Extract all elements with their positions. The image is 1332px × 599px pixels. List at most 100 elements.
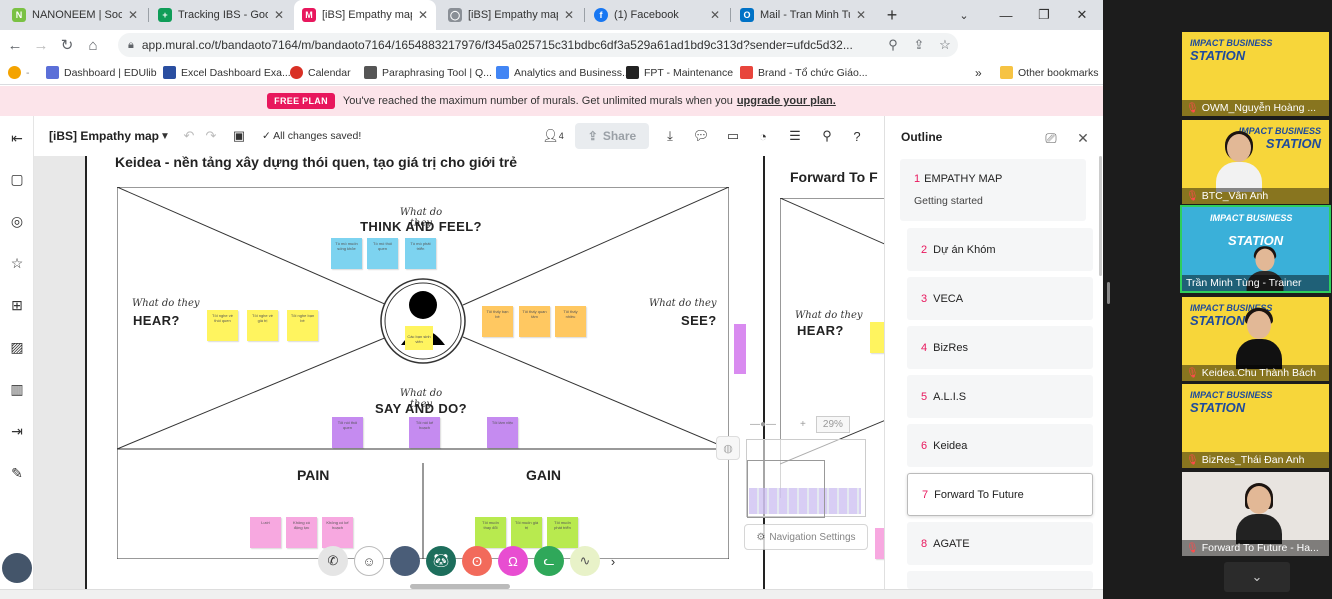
image-icon[interactable]: ▨ xyxy=(10,338,24,355)
minimap[interactable] xyxy=(746,439,866,518)
sticky-note[interactable]: Tôi thấy bạn bè xyxy=(482,306,513,337)
panda-avatar-icon[interactable]: 🐼︎ xyxy=(426,546,456,576)
bookmark-calendar[interactable]: Calendar xyxy=(290,60,351,85)
tab-tracking-ibs[interactable]: + Tracking IBS - Google ✕ xyxy=(150,0,292,30)
video-tile[interactable]: IMPACT BUSINESS STATION 🎙︎OWM_Nguyễn Hoà… xyxy=(1182,32,1329,116)
sticky-note[interactable]: Tò mò thói quen xyxy=(367,238,398,269)
bookmark-fpt[interactable]: FPT - Maintenance xyxy=(626,60,733,85)
sticky-note[interactable]: Tôi làm việc xyxy=(487,417,518,448)
timer-icon[interactable]: ◔ xyxy=(759,128,767,144)
sticky-note[interactable]: Tò mò muốn sống khỏe xyxy=(331,238,362,269)
reload-icon[interactable]: ↻ xyxy=(60,37,74,54)
forward-icon[interactable]: → xyxy=(33,36,49,54)
home-icon[interactable]: ⌂ xyxy=(88,36,98,54)
close-icon[interactable]: ✕ xyxy=(563,8,574,22)
save-template-icon[interactable]: ▣ xyxy=(232,128,246,143)
zoom-slider[interactable]: —●— xyxy=(750,419,777,430)
undo-icon[interactable]: ↶ xyxy=(183,128,195,143)
video-tile[interactable]: IMPACT BUSINESS STATION 🎙︎BTC_Vân Anh xyxy=(1182,120,1329,204)
sticky-note[interactable]: Lười xyxy=(250,517,281,548)
bookmark-excel-dashboard[interactable]: Excel Dashboard Exa... xyxy=(163,60,291,85)
bookmark-dashboard-edulib[interactable]: Dashboard | EDUlib xyxy=(46,60,157,85)
video-tile-active-speaker[interactable]: IMPACT BUSINESS STATION Trần Minh Tùng -… xyxy=(1180,205,1331,293)
outline-scrollbar[interactable] xyxy=(1099,156,1102,276)
mural-title[interactable]: [iBS] Empathy map xyxy=(49,129,160,143)
participant-avatar[interactable] xyxy=(390,546,420,576)
tab-search-icon[interactable]: ⌄ xyxy=(959,9,969,22)
minimize-icon[interactable]: — xyxy=(999,7,1013,23)
sticky-note[interactable]: Tôi thấy nhiều xyxy=(555,306,586,337)
star-icon[interactable]: ☆ xyxy=(10,254,24,271)
tab-facebook[interactable]: f (1) Facebook ✕ xyxy=(586,0,728,30)
self-avatar[interactable] xyxy=(2,553,32,583)
sticky-note[interactable]: Tôi muốn phát triển xyxy=(547,517,578,548)
horizontal-scrollbar[interactable] xyxy=(410,584,510,589)
bookmark-star-icon[interactable]: ☆ xyxy=(939,37,951,52)
back-icon[interactable]: ← xyxy=(7,36,23,54)
reaction-icon[interactable]: ☺ xyxy=(354,546,384,576)
elephant-avatar-icon[interactable]: Ω xyxy=(498,546,528,576)
help-icon[interactable]: ? xyxy=(853,128,861,144)
tab-nanoneem[interactable]: N NANONEEM | Social ✕ xyxy=(4,0,146,30)
apps-icon[interactable]: - xyxy=(8,60,30,85)
restore-icon[interactable]: ❐ xyxy=(1038,7,1050,22)
center-sticky[interactable]: Các bạn sinh viên xyxy=(405,326,433,350)
close-icon[interactable]: ✕ xyxy=(273,8,284,22)
chat-icon[interactable]: 💬︎ xyxy=(692,128,710,143)
shapes-icon[interactable]: ◎ xyxy=(10,212,24,229)
search-icon[interactable]: ⚲ xyxy=(822,128,832,143)
chameleon-avatar-icon[interactable]: ∿ xyxy=(570,546,600,576)
sticky-note-partial[interactable] xyxy=(734,324,746,374)
bookmark-brand[interactable]: Brand - Tổ chức Giáo... xyxy=(740,60,868,85)
koala-avatar-icon[interactable]: ʘ xyxy=(462,546,492,576)
fingerprint-icon[interactable]: ◍ xyxy=(716,436,740,460)
close-icon[interactable]: ✕ xyxy=(709,8,720,22)
members-icon[interactable]: 👤︎4 xyxy=(542,128,564,143)
present-icon[interactable]: ⎚ xyxy=(1045,129,1057,146)
phone-icon[interactable]: ✆ xyxy=(318,546,348,576)
import-icon[interactable]: ⇥ xyxy=(11,422,23,439)
exit-icon[interactable]: ⇤ xyxy=(11,129,23,146)
mural-canvas[interactable]: Keidea - nền tảng xây dựng thói quen, tạ… xyxy=(34,156,884,589)
url-field[interactable]: 🔒︎ app.mural.co/t/bandaoto7164/m/bandaot… xyxy=(118,33,958,57)
close-icon[interactable]: ✕ xyxy=(127,8,138,22)
library-icon[interactable]: ▥ xyxy=(10,380,24,397)
share-page-icon[interactable]: ⇪ xyxy=(913,37,925,52)
cat-avatar-icon[interactable]: ᓚ xyxy=(534,546,564,576)
sticky-note[interactable]: Tôi nghe về giá trị xyxy=(247,310,278,341)
zoom-in-icon[interactable]: + xyxy=(800,419,806,430)
sticky-note-partial[interactable] xyxy=(870,322,884,353)
share-button[interactable]: ⇪Share xyxy=(575,123,649,149)
close-icon[interactable]: ✕ xyxy=(417,8,428,22)
navigation-settings-button[interactable]: ⚙Navigation Settings xyxy=(744,524,868,550)
tab-empathy-map-mural[interactable]: M [iBS] Empathy map - ✕ xyxy=(294,0,436,30)
outline-list-icon[interactable]: ☰ xyxy=(789,128,801,143)
sticky-note-partial[interactable] xyxy=(875,528,884,559)
chevron-down-icon[interactable]: ⌄ xyxy=(1224,562,1290,592)
gallery-resize-handle[interactable] xyxy=(1107,282,1110,304)
sticky-note-icon[interactable]: ▢ xyxy=(10,170,24,187)
sticky-note[interactable]: Tôi nói kế hoạch xyxy=(409,417,440,448)
frames-icon[interactable]: ⊞ xyxy=(11,296,23,313)
export-icon[interactable]: ⤓ xyxy=(667,128,673,143)
minimap-viewport[interactable] xyxy=(747,460,825,518)
close-icon[interactable]: ✕ xyxy=(1077,129,1089,146)
close-icon[interactable]: ✕ xyxy=(855,8,866,22)
bookmark-paraphrasing[interactable]: Paraphrasing Tool | Q... xyxy=(364,60,492,85)
video-tile[interactable]: IMPACT BUSINESS STATION 🎙︎BizRes_Thái Đa… xyxy=(1182,384,1329,468)
sticky-note[interactable]: Không có kế hoạch xyxy=(322,517,353,548)
sticky-note[interactable]: Tôi nghe bạn bè xyxy=(287,310,318,341)
tab-empathy-map-pdf[interactable]: ◯ [iBS] Empathy map.p ✕ xyxy=(440,0,582,30)
upgrade-link[interactable]: upgrade your plan. xyxy=(736,95,836,107)
pen-icon[interactable]: ✎ xyxy=(11,464,23,481)
video-tile[interactable]: IMPACT BUSINESS STATION 🎙︎Keidea.Chu Thà… xyxy=(1182,297,1329,381)
sticky-note[interactable]: Tôi muốn giá trị xyxy=(511,517,542,548)
zoom-level[interactable]: 29% xyxy=(815,416,850,433)
chevron-down-icon[interactable]: ▼ xyxy=(160,130,170,142)
